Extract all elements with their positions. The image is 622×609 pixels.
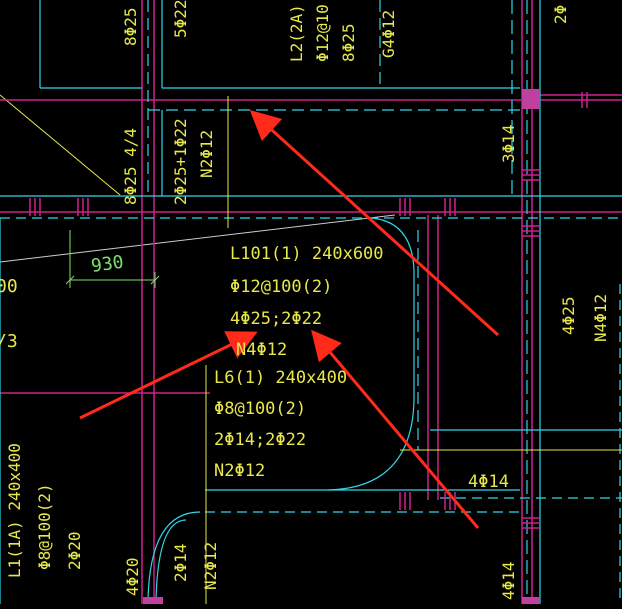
- label-3phi14: 3Φ14: [499, 124, 518, 163]
- label-8phi25-4-4: 8Φ25 4/4: [121, 128, 140, 205]
- rebar-ticks: [29, 92, 588, 529]
- label-top-l2-2a: L2(2A): [287, 4, 306, 62]
- label-n2phi12-top: N2Φ12: [197, 130, 216, 178]
- l6-stirrup: Φ8@100(2): [214, 399, 306, 419]
- label-left-3: /3: [0, 331, 18, 352]
- l101-n4: N4Φ12: [236, 340, 287, 360]
- l1-stirrup: Φ8@100(2): [35, 483, 54, 570]
- label-right-4phi25: 4Φ25: [559, 296, 578, 335]
- red-arrows: [79, 109, 500, 529]
- column-bottom-left: [143, 597, 163, 604]
- l1-title: L1(1A) 240x400: [5, 443, 24, 578]
- l101-title: L101(1) 240x600: [230, 244, 384, 264]
- label-left-00: 00: [0, 276, 18, 297]
- label-2phi25-1phi22: 2Φ25+1Φ22: [171, 118, 190, 205]
- diagonal-yellow-line: [0, 94, 121, 196]
- label-top-g4phi12: G4Φ12: [379, 10, 398, 58]
- l101-bars: 4Φ25;2Φ22: [230, 309, 322, 329]
- column-top-right: [522, 89, 540, 109]
- dimension-930: [65, 230, 160, 288]
- label-top-8phi25: 8Φ25: [121, 7, 140, 46]
- diagonal-white-line: [0, 214, 396, 263]
- label-bottom-4phi20: 4Φ20: [123, 557, 142, 596]
- dimension-930-text: 930: [90, 252, 125, 277]
- label-right-4phi14: 4Φ14: [468, 472, 509, 492]
- label-bottom-4phi14: 4Φ14: [499, 561, 518, 600]
- column-bottom-right: [522, 597, 540, 604]
- label-top-8phi25-b: 8Φ25: [339, 23, 358, 62]
- label-right-n4phi12: N4Φ12: [591, 294, 610, 342]
- label-bottom-n2phi12: N2Φ12: [201, 542, 220, 590]
- l1-bars: 2Φ20: [65, 531, 84, 570]
- label-top-phi12-at: Φ12@10: [313, 4, 332, 62]
- l6-title: L6(1) 240x400: [214, 368, 347, 388]
- label-top-right-2phi: 2Φ: [551, 5, 570, 24]
- label-bottom-2phi14: 2Φ14: [171, 543, 190, 582]
- l101-stirrup: Φ12@100(2): [230, 277, 332, 297]
- l6-bars: 2Φ14;2Φ22: [214, 430, 306, 450]
- l6-n2: N2Φ12: [214, 461, 265, 481]
- label-top-5phi22: 5Φ22: [171, 0, 190, 38]
